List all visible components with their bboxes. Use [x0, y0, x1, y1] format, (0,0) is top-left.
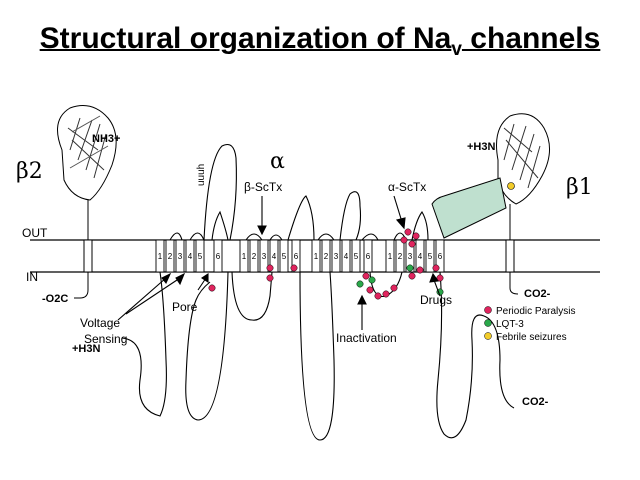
svg-text:2: 2 — [398, 252, 403, 261]
domain-iv-segments — [385, 239, 445, 273]
svg-text:4: 4 — [272, 252, 277, 261]
legend: Periodic Paralysis LQT-3 Febrile seizure… — [484, 306, 575, 343]
beta2-subunit — [57, 105, 117, 299]
co2-beta1-label: CO2- — [524, 288, 551, 300]
svg-text:4: 4 — [188, 252, 193, 261]
svg-text:1: 1 — [314, 252, 319, 261]
page-title: Structural organization of Nav channels — [39, 22, 601, 60]
mutation-dots-red — [208, 228, 444, 300]
svg-text:3: 3 — [262, 252, 267, 261]
o2c-label: -O2C — [42, 293, 68, 305]
svg-text:5: 5 — [354, 252, 359, 261]
co2-bottom-label: CO2- — [522, 396, 549, 408]
out-label: OUT — [22, 226, 48, 240]
febrile-mutation-dot — [507, 182, 515, 190]
voltage-sensing-label-1: Voltage — [80, 316, 120, 330]
svg-text:5: 5 — [282, 252, 287, 261]
domain-i-segments — [155, 239, 223, 273]
voltage-sensing-label-2: Sensing — [84, 332, 127, 346]
legend-item-lqt3: LQT-3 — [496, 319, 524, 330]
h3n-bottom-label: +H3N — [72, 343, 100, 355]
legend-green-dot — [484, 319, 492, 327]
beta-sctx-label: β-ScTx — [244, 180, 282, 194]
h3n-right-label: +H3N — [467, 141, 495, 153]
legend-red-dot — [484, 306, 492, 314]
annotation-arrows — [117, 195, 441, 330]
svg-text:6: 6 — [294, 252, 299, 261]
beta2-label: β2 — [16, 159, 43, 184]
drugs-label: Drugs — [420, 293, 452, 307]
legend-yellow-dot — [484, 332, 492, 340]
svg-text:4: 4 — [418, 252, 423, 261]
svg-text:6: 6 — [438, 252, 443, 261]
svg-text:2: 2 — [168, 252, 173, 261]
svg-text:6: 6 — [366, 252, 371, 261]
svg-text:3: 3 — [178, 252, 183, 261]
alpha-label: α — [270, 149, 285, 174]
svg-text:1: 1 — [388, 252, 393, 261]
svg-text:6: 6 — [216, 252, 221, 261]
legend-item-periodic-paralysis: Periodic Paralysis — [496, 306, 575, 317]
svg-text:4: 4 — [344, 252, 349, 261]
in-label: IN — [26, 270, 38, 284]
alpha-subunit-backbone — [121, 143, 515, 441]
uuuh-label: uuuh — [196, 164, 207, 186]
svg-text:3: 3 — [334, 252, 339, 261]
svg-text:3: 3 — [408, 252, 413, 261]
svg-text:5: 5 — [198, 252, 203, 261]
legend-item-febrile-seizures: Febrile seizures — [496, 332, 567, 343]
svg-text:2: 2 — [324, 252, 329, 261]
segment-numbers: 1 2 3 4 5 6 1 2 3 4 5 6 1 2 3 4 5 6 1 2 … — [158, 252, 443, 261]
inactivation-label: Inactivation — [336, 331, 397, 345]
beta1-subunit — [496, 113, 550, 295]
svg-text:5: 5 — [428, 252, 433, 261]
svg-text:1: 1 — [158, 252, 163, 261]
svg-text:1: 1 — [242, 252, 247, 261]
alpha-sctx-label: α-ScTx — [388, 180, 426, 194]
beta1-alpha-link — [431, 177, 507, 239]
pore-label: Pore — [172, 300, 198, 314]
svg-text:2: 2 — [252, 252, 257, 261]
beta1-label: β1 — [566, 175, 593, 200]
domain-iii-segments — [311, 239, 373, 273]
nh3-label: NH3+ — [92, 133, 120, 145]
domain-ii-segments — [239, 239, 301, 273]
